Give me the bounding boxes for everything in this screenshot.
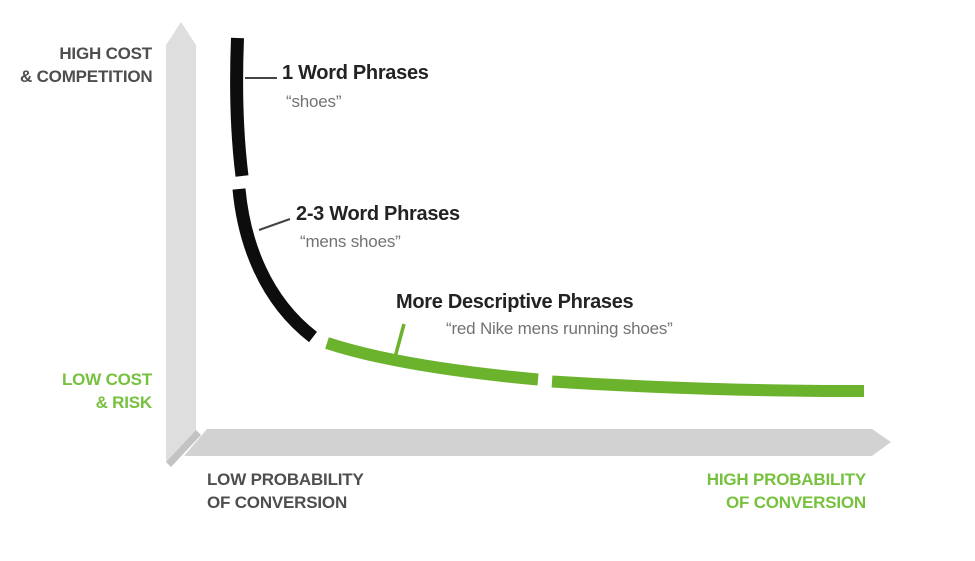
y-axis-low-label: LOW COST & RISK	[20, 368, 152, 414]
annotation-title-descriptive: More Descriptive Phrases	[396, 291, 634, 313]
annotation-example-one-word: “shoes”	[286, 92, 342, 111]
x-axis-low-label-line1: LOW PROBABILITY	[207, 470, 364, 489]
y-axis-arrow-bar	[166, 22, 196, 462]
x-axis-arrow-bar	[184, 429, 891, 456]
x-axis-low-label: LOW PROBABILITY OF CONVERSION	[207, 468, 364, 514]
y-axis-high-label: HIGH COST & COMPETITION	[20, 42, 153, 88]
y-axis-high-label-line2: & COMPETITION	[20, 67, 153, 86]
curve-segment-one-word	[230, 37, 249, 177]
annotation-title-two-three-word: 2-3 Word Phrases	[296, 203, 460, 225]
y-axis-low-label-line2: & RISK	[95, 393, 153, 412]
annotation-title-one-word: 1 Word Phrases	[282, 62, 429, 84]
x-axis-high-label-line1: HIGH PROBABILITY	[706, 470, 866, 489]
axis-corner-bevel	[166, 430, 201, 467]
leader-line-descriptive	[392, 323, 406, 362]
y-axis-low-label-line1: LOW COST	[62, 370, 152, 389]
annotation-example-two-three-word: “mens shoes”	[300, 232, 401, 251]
annotation-example-descriptive: “red Nike mens running shoes”	[446, 319, 673, 338]
x-axis-low-label-line2: OF CONVERSION	[207, 493, 348, 512]
curve-segment-descriptive-1	[325, 337, 539, 386]
curve-segment-two-three-word	[232, 188, 318, 343]
x-axis-high-label-line2: OF CONVERSION	[725, 493, 866, 512]
curve-segment-descriptive-2	[551, 375, 865, 398]
leader-line-two-three-word	[258, 218, 291, 231]
y-axis-high-label-line1: HIGH COST	[59, 44, 152, 63]
x-axis-high-label: HIGH PROBABILITY OF CONVERSION	[600, 468, 866, 514]
